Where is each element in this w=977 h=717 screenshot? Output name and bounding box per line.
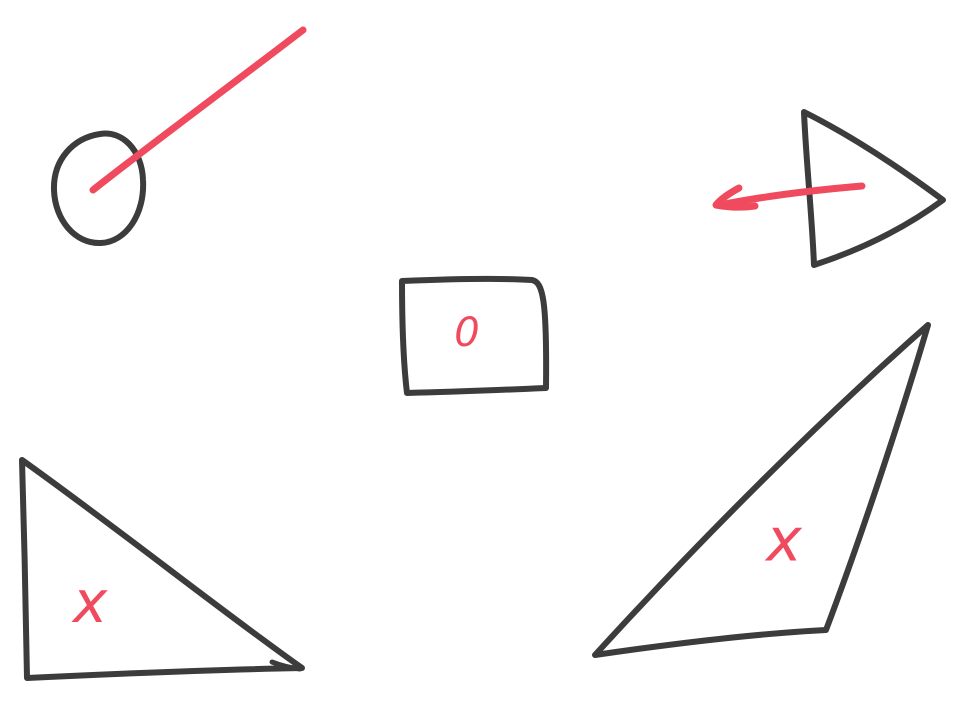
triangle-bottom-left-shape-group: x [19, 457, 305, 681]
square-outline [399, 275, 550, 396]
circle-outline [50, 130, 147, 247]
triangle-bottom-right-outline [592, 322, 931, 658]
triangle-arrow-shape-group [712, 109, 946, 268]
triangle-bottom-right-shape-group: x [592, 322, 931, 658]
triangle-bottom-left-corner-tick [269, 659, 303, 672]
triangle-bottom-left-outline [19, 457, 305, 681]
square-label: 0 [454, 310, 479, 356]
circle-shape-group [50, 26, 307, 247]
circle-red-line [89, 26, 307, 194]
square-shape-group: 0 [399, 275, 550, 396]
red-arrow-shaft [716, 182, 866, 209]
triangle-bottom-right-label: x [764, 506, 802, 576]
triangle-right-outline [801, 109, 946, 268]
red-arrow-head [712, 184, 759, 211]
triangle-bottom-left-label: x [71, 568, 108, 636]
